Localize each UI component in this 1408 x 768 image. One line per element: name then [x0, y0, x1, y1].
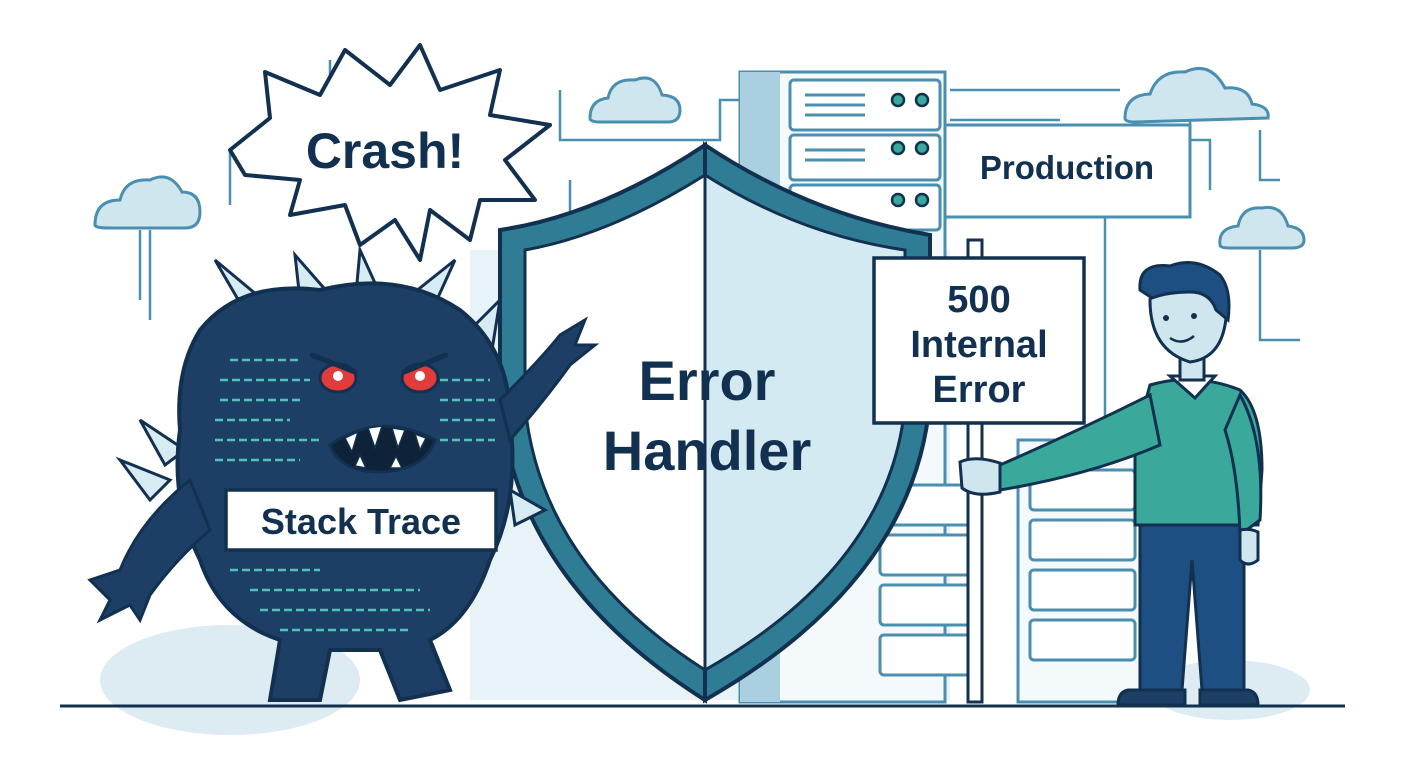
production-text: Production — [980, 149, 1154, 186]
sign-line2: Internal — [910, 324, 1047, 366]
stack-trace-text: Stack Trace — [261, 501, 461, 542]
sign-line1: 500 — [947, 279, 1010, 321]
cloud-top-left — [588, 76, 682, 124]
sign-line3: Error — [933, 369, 1026, 411]
cloud-top-right — [1123, 67, 1270, 124]
person — [958, 261, 1264, 707]
crash-bubble — [228, 43, 552, 262]
shield — [498, 141, 932, 704]
cloud-left — [93, 175, 202, 230]
stack-trace-label — [224, 488, 498, 552]
crash-text: Crash! — [306, 123, 464, 179]
production-label: Production — [943, 123, 1192, 219]
error-handler-line2: Handler — [603, 419, 812, 482]
cloud-right — [1218, 205, 1306, 250]
error-handler-line1: Error — [639, 349, 776, 412]
sign-post — [872, 238, 1086, 704]
